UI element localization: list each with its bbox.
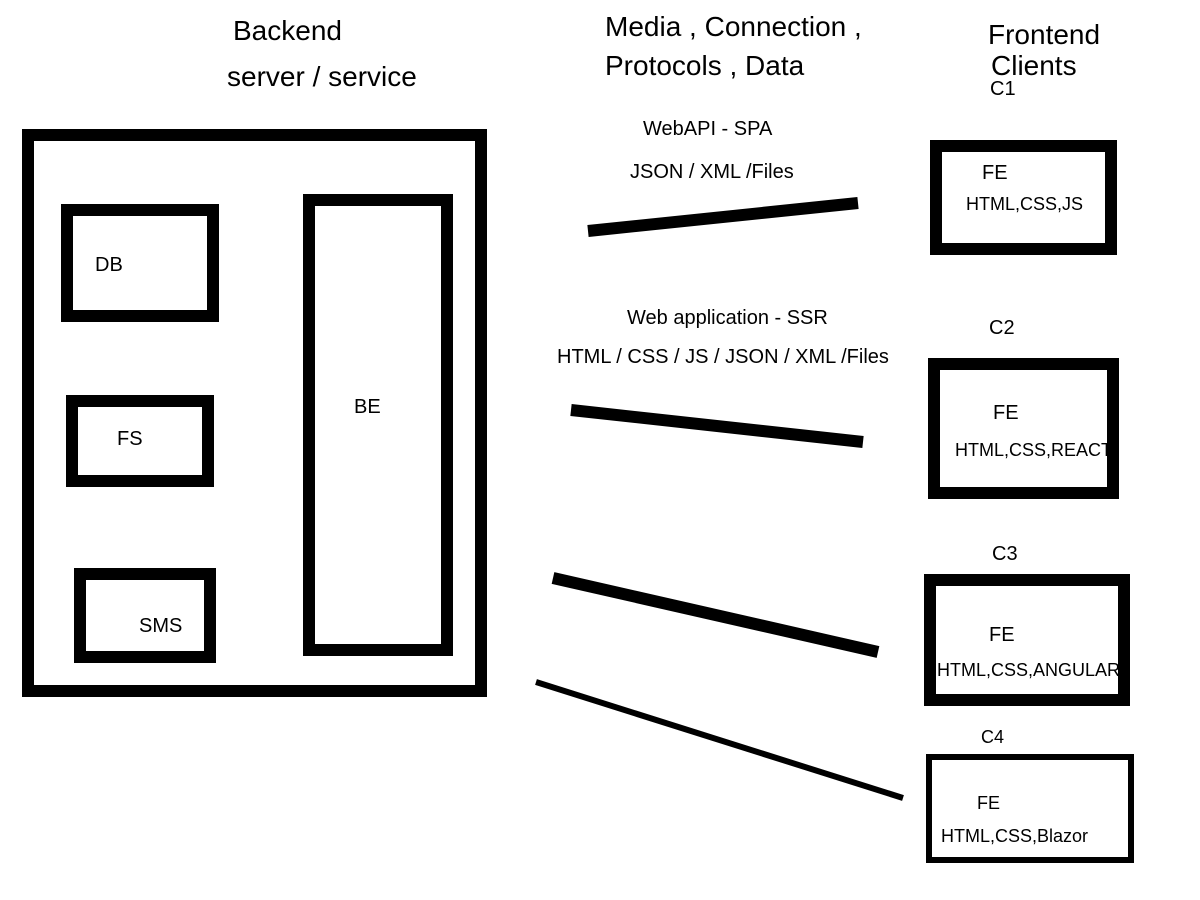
ssr-title: Web application - SSR [627,307,828,329]
be-label: BE [354,396,381,418]
client-c4-fe: FE [977,793,1001,813]
client-c2-id: C2 [989,317,1015,339]
frontend-header-line2: Clients [991,50,1077,81]
spa-formats: JSON / XML /Files [630,161,794,183]
link-c2 [570,404,864,448]
sms-label: SMS [139,615,183,637]
backend-header-line2: server / service [227,61,417,92]
media-header-line1: Media , Connection , [605,11,862,42]
client-c4-tech: HTML,CSS,Blazor [941,826,1089,846]
client-c4-box [926,754,1134,863]
client-c3-box [924,574,1130,706]
client-c2-box [928,358,1119,499]
client-c3-fe: FE [989,624,1015,646]
link-c1 [587,197,859,237]
client-c2-tech: HTML,CSS,REACT [955,440,1113,460]
client-c1-tech: HTML,CSS,JS [966,194,1084,214]
db-label: DB [95,254,123,276]
ssr-formats: HTML / CSS / JS / JSON / XML /Files [557,346,889,368]
client-c3-tech: HTML,CSS,ANGULAR [937,660,1121,680]
sms-box [74,568,216,663]
client-c1-id: C1 [990,78,1016,100]
backend-header-line1: Backend [233,15,342,46]
client-c1-fe: FE [982,162,1008,184]
client-c2-fe: FE [993,402,1019,424]
link-c3 [551,572,880,658]
fs-box [66,395,214,487]
client-c1-box [930,140,1117,255]
db-box [61,204,219,322]
client-c3-id: C3 [992,543,1018,565]
media-header-line2: Protocols , Data [605,50,805,81]
fs-label: FS [117,428,143,450]
spa-title: WebAPI - SPA [643,118,773,140]
link-c4 [535,679,904,801]
client-c4-id: C4 [981,727,1005,747]
frontend-header-line1: Frontend [988,19,1101,50]
be-box [303,194,453,656]
